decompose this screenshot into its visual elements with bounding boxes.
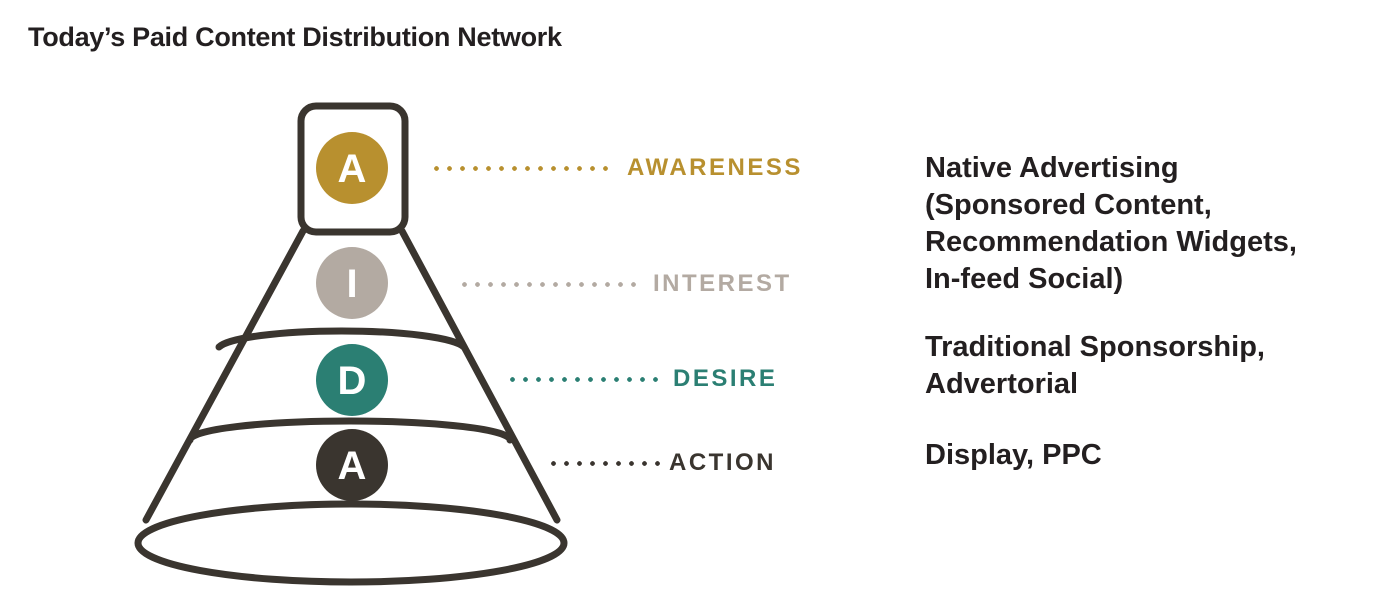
stage-circle-action bbox=[316, 429, 388, 501]
channel-text-line: Traditional Sponsorship, bbox=[925, 331, 1265, 363]
funnel-divider-upper bbox=[215, 327, 468, 351]
dotted-leader-line bbox=[506, 377, 664, 382]
aida-funnel-diagram: A I D A bbox=[134, 102, 568, 586]
channel-text-line: (Sponsored Content, bbox=[925, 189, 1212, 221]
channel-display-ppc: Display, PPC bbox=[925, 437, 1102, 474]
funnel-left-side bbox=[142, 227, 307, 524]
channel-text-line: Native Advertising bbox=[925, 152, 1179, 184]
stage-label-action: ACTION bbox=[669, 449, 776, 476]
stage-letter-awareness: A bbox=[338, 147, 367, 191]
page-title: Today’s Paid Content Distribution Networ… bbox=[28, 22, 562, 52]
stage-letter-action: A bbox=[338, 444, 367, 488]
dotted-leader-line bbox=[430, 166, 613, 171]
dotted-leader-line bbox=[458, 282, 643, 287]
stage-circle-interest bbox=[316, 247, 388, 319]
funnel-mouth-ellipse bbox=[134, 500, 568, 586]
funnel-right-side bbox=[398, 227, 561, 524]
stage-circle-desire bbox=[316, 344, 388, 416]
stage-label-interest: INTEREST bbox=[653, 270, 792, 297]
channel-text-line: In-feed Social) bbox=[925, 263, 1124, 295]
channel-text-line: Advertorial bbox=[925, 368, 1079, 400]
channel-traditional-sponsorship: Traditional Sponsorship, Advertorial bbox=[925, 329, 1265, 403]
funnel-top-handle bbox=[297, 102, 409, 236]
funnel-outline bbox=[134, 102, 568, 586]
channel-text-line: Display, PPC bbox=[925, 439, 1102, 471]
funnel-divider-lower bbox=[186, 417, 514, 444]
stage-label-awareness: AWARENESS bbox=[627, 154, 803, 181]
dotted-leader-line bbox=[547, 461, 662, 466]
stage-letter-interest: I bbox=[346, 262, 357, 306]
channel-native-advertising: Native Advertising (Sponsored Content, R… bbox=[925, 150, 1297, 298]
channel-text-line: Recommendation Widgets, bbox=[925, 226, 1297, 258]
stage-label-desire: DESIRE bbox=[673, 365, 778, 392]
stage-circle-awareness bbox=[316, 132, 388, 204]
stage-letter-desire: D bbox=[338, 359, 367, 403]
